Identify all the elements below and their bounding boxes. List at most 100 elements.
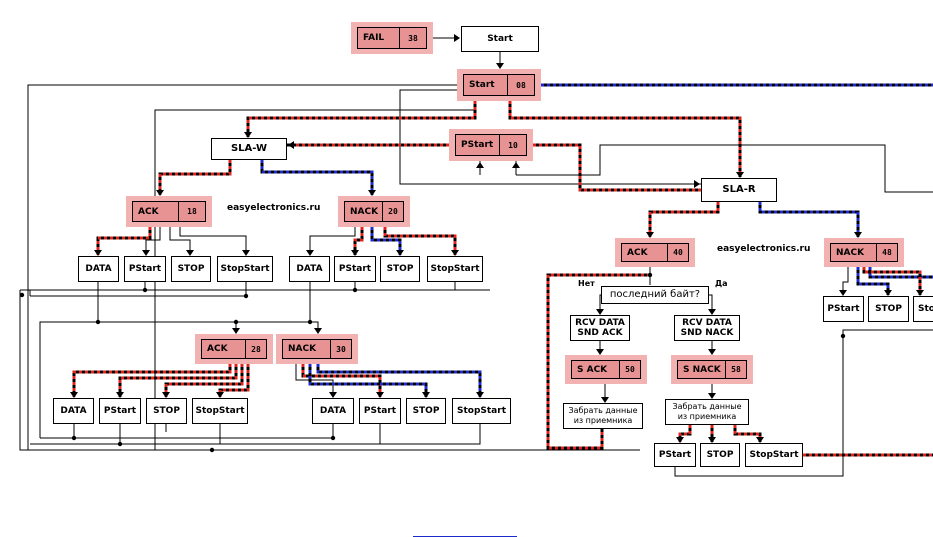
junction-dot bbox=[142, 287, 148, 293]
arrowhead bbox=[306, 250, 314, 256]
arrowhead bbox=[708, 309, 716, 315]
arrowhead bbox=[314, 328, 322, 334]
arrowhead bbox=[916, 290, 924, 296]
arrowhead bbox=[142, 250, 150, 256]
wire-red bbox=[353, 227, 364, 255]
wire-red bbox=[546, 273, 650, 450]
wire bbox=[516, 144, 933, 193]
arrowhead bbox=[476, 392, 484, 398]
wire bbox=[599, 294, 601, 314]
wire-blue bbox=[316, 364, 482, 397]
arrowhead bbox=[422, 392, 430, 398]
arrowhead bbox=[351, 250, 359, 256]
wire bbox=[709, 294, 713, 314]
data-box: DATA bbox=[78, 256, 119, 282]
state-code: 30 bbox=[336, 344, 346, 354]
wire-blue bbox=[370, 227, 402, 255]
arrowhead bbox=[694, 180, 700, 188]
arrowhead bbox=[186, 250, 194, 256]
wire-red-base bbox=[533, 143, 701, 192]
junction-dot bbox=[243, 293, 249, 299]
wire-blue bbox=[260, 160, 374, 195]
wire-red bbox=[246, 101, 477, 137]
pstart-box: PStart bbox=[124, 256, 166, 282]
wire-blue bbox=[856, 267, 890, 295]
arrowhead bbox=[162, 392, 170, 398]
wire bbox=[309, 227, 356, 255]
arrowhead bbox=[736, 172, 744, 178]
wire-red bbox=[533, 143, 701, 192]
arrowhead bbox=[854, 232, 862, 238]
arrowhead bbox=[244, 132, 252, 138]
junction-dot bbox=[330, 435, 336, 441]
junction-dot bbox=[233, 319, 239, 325]
line-2: из приемника bbox=[573, 416, 633, 425]
wire-red bbox=[118, 364, 238, 397]
arrowhead bbox=[376, 392, 384, 398]
stop-box: STOP bbox=[380, 256, 420, 282]
state-code: 38 bbox=[408, 33, 418, 43]
wire-red bbox=[508, 101, 742, 177]
junction-dot bbox=[352, 287, 358, 293]
state-code: 28 bbox=[251, 344, 261, 354]
arrowhead bbox=[884, 290, 892, 296]
data-box: DATA bbox=[289, 256, 330, 282]
pstart-box: PStart bbox=[359, 398, 401, 424]
wire-red bbox=[862, 267, 922, 295]
label-no: Нет bbox=[578, 279, 595, 288]
wire-red-base bbox=[158, 160, 232, 195]
junction-dot bbox=[95, 319, 101, 325]
junction-dot bbox=[117, 441, 123, 447]
wire-red bbox=[648, 202, 720, 237]
state-name: NACK bbox=[831, 244, 877, 261]
state-code: 18 bbox=[187, 207, 197, 216]
arrowhead bbox=[708, 393, 716, 399]
line-1: Забрать данные bbox=[568, 406, 638, 415]
wire bbox=[169, 227, 191, 255]
state-name: NACK bbox=[283, 340, 331, 358]
state-name: ACK bbox=[622, 244, 668, 261]
arrowhead bbox=[232, 328, 240, 334]
stop-box: STOP bbox=[406, 398, 446, 424]
wire-red bbox=[72, 364, 232, 397]
state-code: 40 bbox=[673, 248, 683, 257]
junction-dot bbox=[307, 319, 313, 325]
arrowhead bbox=[596, 349, 604, 355]
watermark-left: easyelectronics.ru bbox=[227, 203, 321, 213]
sla-w-box: SLA-W bbox=[211, 138, 287, 160]
take-data-box: Забрать данные из приемника bbox=[563, 403, 643, 429]
wire bbox=[30, 282, 247, 297]
state-name: PStart bbox=[456, 135, 500, 155]
wire-blue bbox=[758, 202, 860, 237]
wire bbox=[27, 84, 457, 450]
pstart-box: PStart bbox=[654, 443, 696, 467]
junction-dot bbox=[71, 435, 77, 441]
take-data-box: Забрать данные из приемника bbox=[665, 399, 749, 425]
wire bbox=[842, 267, 849, 295]
wire-red bbox=[218, 364, 250, 397]
arrowhead bbox=[288, 141, 294, 149]
junction-dot bbox=[19, 292, 25, 298]
state-name: S NACK bbox=[678, 361, 726, 378]
stop-box: STOP bbox=[171, 256, 211, 282]
wire bbox=[39, 282, 99, 438]
state-name: NACK bbox=[345, 202, 383, 221]
state-name: ACK bbox=[133, 202, 179, 221]
arrowhead bbox=[596, 309, 604, 315]
wire-red-base bbox=[218, 364, 250, 397]
wire bbox=[145, 227, 161, 255]
arrowhead bbox=[216, 392, 224, 398]
stop-box: STOP bbox=[146, 398, 187, 424]
wire-red-base bbox=[246, 101, 477, 137]
stopstart-box: StopStart bbox=[192, 398, 248, 424]
wire-blue-base bbox=[868, 267, 933, 279]
state-name: S ACK bbox=[572, 361, 620, 378]
line-2: SND NACK bbox=[680, 328, 734, 338]
wire-red bbox=[301, 364, 382, 397]
